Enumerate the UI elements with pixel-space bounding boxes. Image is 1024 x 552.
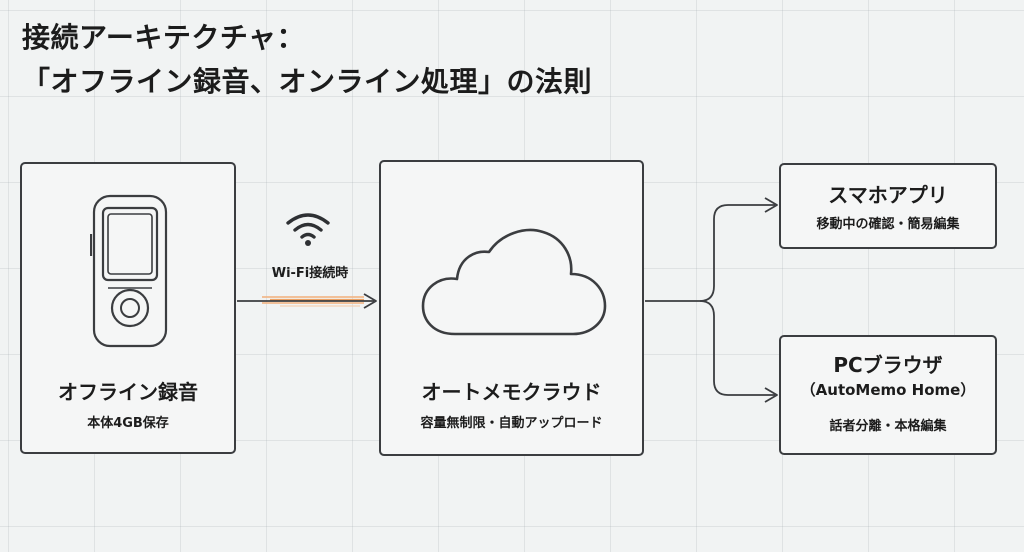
cloud-label: オートメモクラウド (421, 380, 602, 404)
wifi-arrow (237, 293, 377, 309)
cloud-sublabel: 容量無制限・自動アップロード (420, 416, 603, 431)
pc-label: PCブラウザ (833, 353, 943, 377)
pc-sublabel: 話者分離・本格編集 (829, 419, 947, 434)
wifi-connection-label: Wi-Fi接続時 (271, 266, 349, 281)
app-label: スマホアプリ (828, 183, 948, 207)
page-title: 接続アーキテクチャ： 「オフライン録音、オンライン処理」の法則 (22, 16, 592, 104)
wifi-arrow-highlight (262, 296, 364, 307)
device-node: オフライン録音 本体4GB保存 (20, 162, 236, 454)
wifi-icon (286, 213, 330, 246)
voice-recorder-icon (90, 194, 168, 348)
device-label: オフライン録音 (58, 380, 198, 404)
cloud-icon (421, 228, 607, 336)
title-line-2: 「オフライン録音、オンライン処理」の法則 (22, 65, 593, 98)
device-sublabel: 本体4GB保存 (87, 416, 169, 431)
smartphone-app-node: スマホアプリ 移動中の確認・簡易編集 (779, 163, 997, 249)
pc-label-2: （AutoMemo Home） (800, 381, 976, 399)
title-line-1: 接続アーキテクチャ： (22, 21, 306, 54)
branch-arrow-top (764, 197, 778, 213)
app-sublabel: 移動中の確認・簡易編集 (816, 217, 960, 232)
branch-arrow-bottom (764, 387, 778, 403)
cloud-node: オートメモクラウド 容量無制限・自動アップロード (379, 160, 644, 456)
pc-browser-node: PCブラウザ （AutoMemo Home） 話者分離・本格編集 (779, 335, 997, 455)
branch-connector (645, 204, 775, 396)
